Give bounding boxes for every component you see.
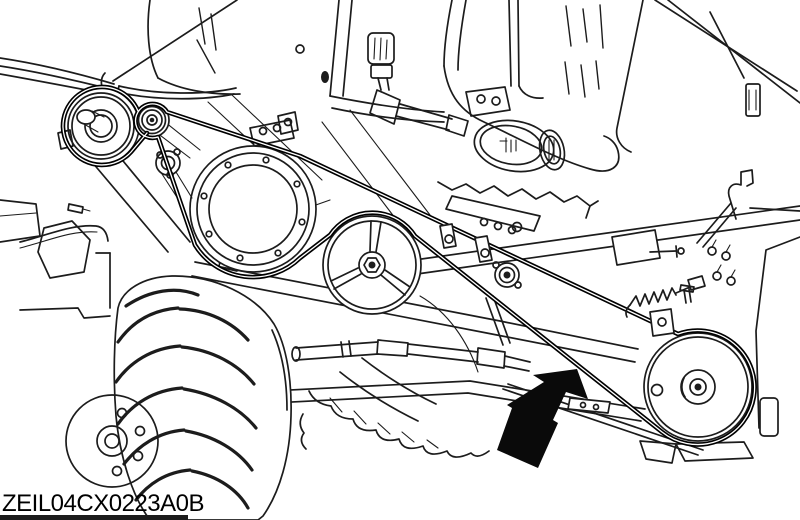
- belt-guides: [439, 221, 611, 414]
- driven-pulley: [643, 332, 753, 442]
- drive-drum: [189, 145, 317, 273]
- control-lever: [367, 32, 511, 137]
- tire-tread: [114, 288, 288, 510]
- spoked-pulley: [322, 215, 422, 315]
- figure-caption: ZEIL04CX0223A0B: [2, 490, 204, 517]
- driveshaft: [291, 339, 531, 372]
- rear-tire: [299, 295, 490, 458]
- hood-and-body: [0, 0, 431, 219]
- frame-and-rails: [0, 0, 800, 464]
- front-tire: [65, 275, 292, 520]
- tension-spring: [625, 275, 706, 337]
- bottom-edge-band: [0, 515, 188, 520]
- cab: [147, 0, 644, 153]
- belt-indicator-arrow: [497, 369, 588, 468]
- fender-headlight: [437, 65, 620, 235]
- glass-hatch-marks: [196, 4, 604, 98]
- drive-belt: [60, 84, 757, 447]
- lamp-icon: [499, 137, 517, 153]
